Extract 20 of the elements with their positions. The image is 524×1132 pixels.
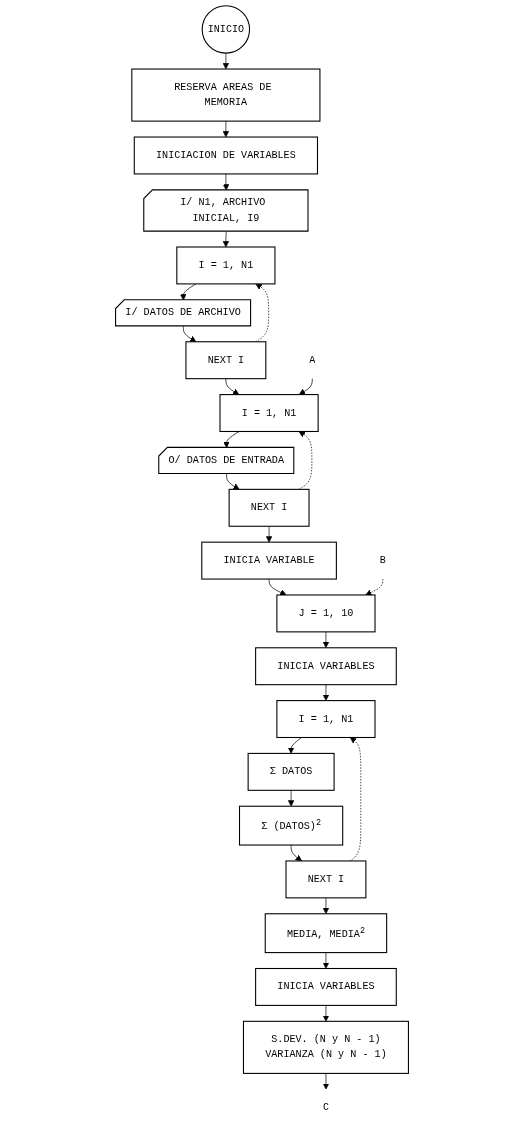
node-box: J = 1, 10	[276, 594, 376, 633]
node-box: I = 1, N1	[176, 246, 276, 285]
node-box: MEDIA, MEDIA$^{2}$	[264, 913, 388, 954]
node-circle: INICIO	[201, 5, 251, 54]
node-box: NEXT I	[228, 488, 310, 527]
node-box: NEXT I	[185, 341, 267, 380]
node-box: INICIA VARIABLES	[255, 967, 397, 1006]
node-box: INICIA VARIABLES	[255, 647, 397, 686]
node-box: S.DEV. (N y N - 1) VARIANZA (N y N - 1)	[242, 1020, 409, 1074]
node-box: Σ DATOS	[247, 752, 335, 791]
node-box: NEXT I	[285, 860, 367, 899]
node-text: C	[322, 1101, 329, 1114]
node-box: I = 1, N1	[276, 700, 376, 739]
node-box: RESERVA AREAS DE MEMORIA	[131, 68, 321, 122]
node-box: INICIACION DE VARIABLES	[133, 136, 319, 175]
node-text: B	[379, 554, 386, 567]
node-box: I = 1, N1	[219, 394, 319, 433]
node-box: Σ (DATOS)$^{2}$	[238, 805, 344, 846]
node-text: A	[309, 354, 316, 366]
node-box: INICIA VARIABLE	[201, 541, 337, 580]
